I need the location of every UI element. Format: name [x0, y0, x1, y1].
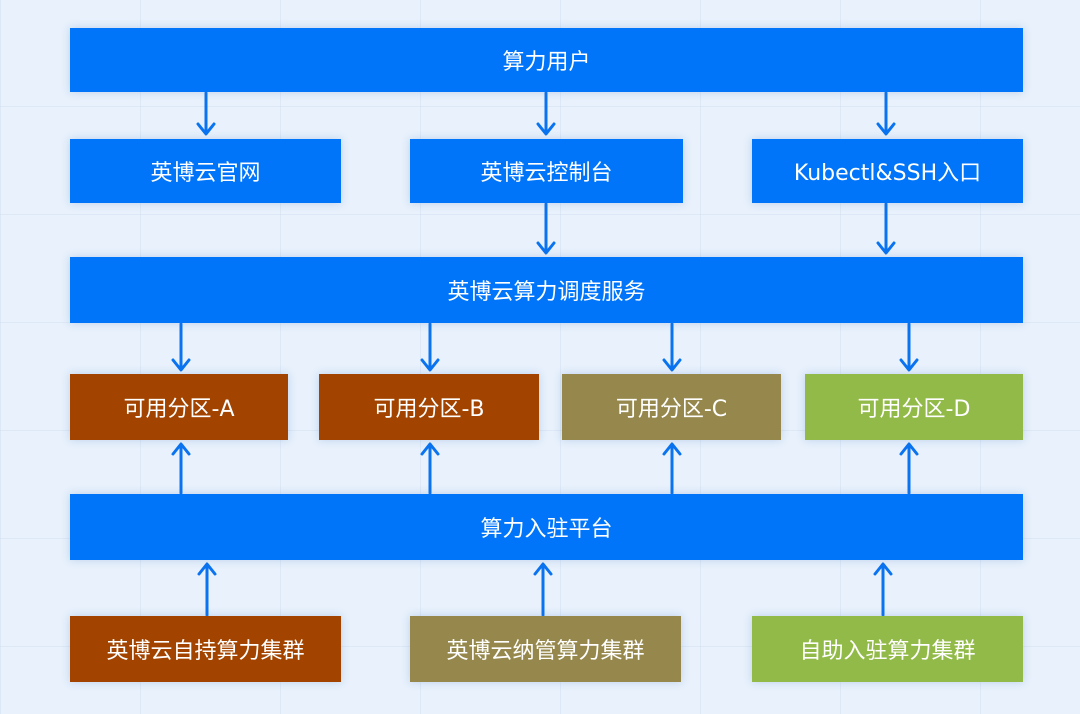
arrow-scheduler-to-zone-c — [662, 322, 682, 372]
kubectl-ssh-label: Kubectl&SSH入口 — [793, 161, 982, 186]
scheduler-node: 英博云算力调度服务 — [70, 257, 1023, 323]
arrow-platform-to-zone-d — [899, 442, 919, 495]
zone-b-label: 可用分区-B — [373, 397, 485, 422]
arrow-owned-cluster-to-platform — [197, 562, 217, 617]
console-node: 英博云控制台 — [410, 139, 683, 203]
scheduler-label: 英博云算力调度服务 — [447, 280, 646, 305]
compute-users-label: 算力用户 — [502, 50, 591, 75]
onboarding-platform-label: 算力入驻平台 — [480, 517, 613, 542]
zone-c-node: 可用分区-C — [562, 374, 781, 440]
compute-users-node: 算力用户 — [70, 28, 1023, 92]
arrow-platform-to-zone-c — [662, 442, 682, 495]
managed-cluster-label: 英博云纳管算力集群 — [446, 639, 645, 664]
zone-a-label: 可用分区-A — [123, 397, 235, 422]
arrow-user-to-website — [196, 91, 216, 136]
website-node: 英博云官网 — [70, 139, 341, 203]
arrow-user-to-kubectl — [876, 91, 896, 136]
zone-d-node: 可用分区-D — [805, 374, 1023, 440]
arrow-console-to-scheduler — [536, 202, 556, 255]
zone-a-node: 可用分区-A — [70, 374, 288, 440]
website-label: 英博云官网 — [150, 161, 261, 186]
managed-cluster-node: 英博云纳管算力集群 — [410, 616, 681, 682]
arrow-user-to-console — [536, 91, 556, 136]
arrow-selfservice-cluster-to-platform — [873, 562, 893, 617]
arrow-platform-to-zone-b — [420, 442, 440, 495]
arrow-kubectl-to-scheduler — [876, 202, 896, 255]
arrow-managed-cluster-to-platform — [533, 562, 553, 617]
selfservice-cluster-label: 自助入驻算力集群 — [799, 639, 976, 664]
console-label: 英博云控制台 — [480, 161, 613, 186]
zone-d-label: 可用分区-D — [857, 397, 971, 422]
arrow-scheduler-to-zone-b — [420, 322, 440, 372]
owned-cluster-node: 英博云自持算力集群 — [70, 616, 341, 682]
zone-b-node: 可用分区-B — [319, 374, 539, 440]
zone-c-label: 可用分区-C — [615, 397, 728, 422]
arrow-scheduler-to-zone-d — [899, 322, 919, 372]
owned-cluster-label: 英博云自持算力集群 — [106, 639, 305, 664]
arrow-platform-to-zone-a — [171, 442, 191, 495]
kubectl-ssh-node: Kubectl&SSH入口 — [752, 139, 1023, 203]
selfservice-cluster-node: 自助入驻算力集群 — [752, 616, 1023, 682]
arrow-scheduler-to-zone-a — [171, 322, 191, 372]
onboarding-platform-node: 算力入驻平台 — [70, 494, 1023, 560]
